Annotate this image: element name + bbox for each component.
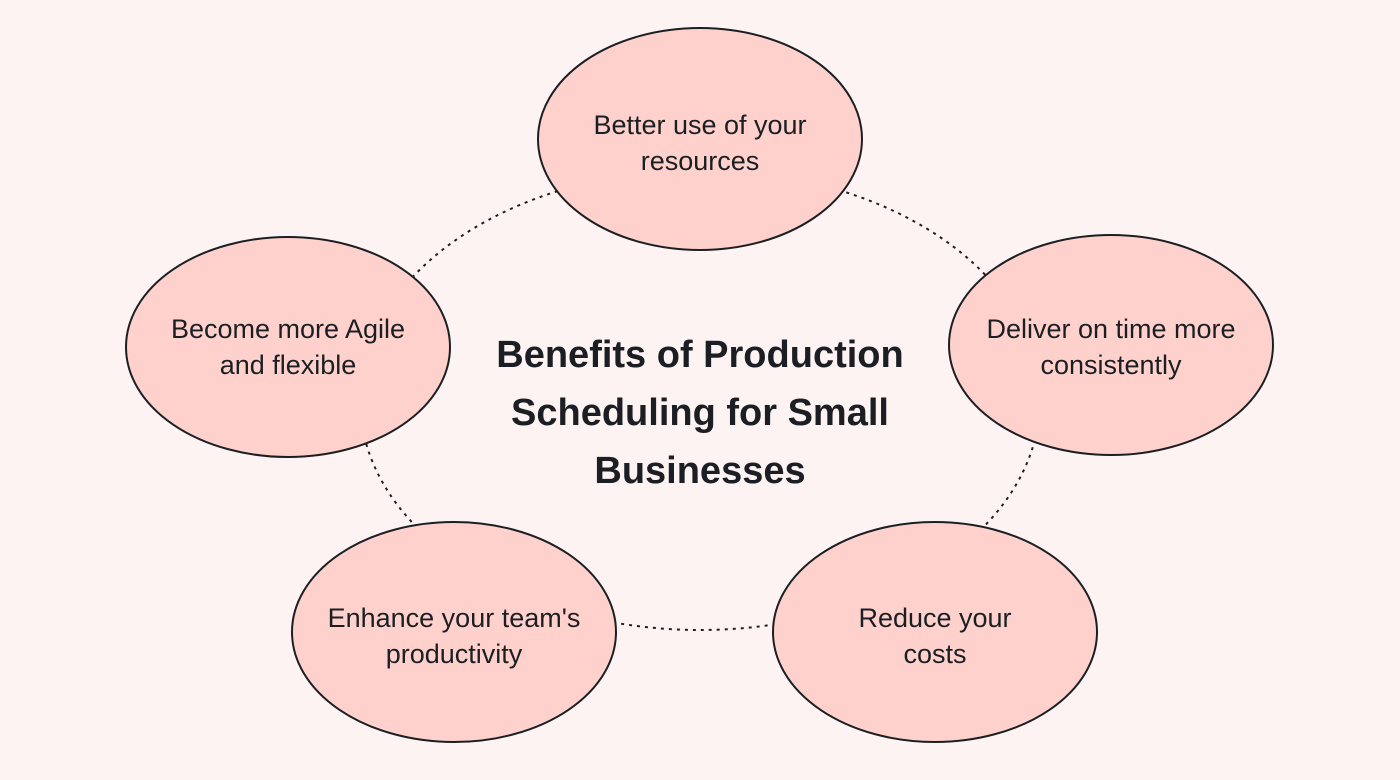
node-ellipse-top (537, 27, 863, 251)
node-ellipse-right (948, 234, 1274, 456)
node-ellipse-bottom-left (291, 521, 617, 743)
diagram-title: Benefits of Production Scheduling for Sm… (496, 334, 904, 492)
node-ellipse-left (125, 236, 451, 458)
node-label-deliver: Deliver on time more consistently (986, 314, 1236, 380)
node-label-costs: Reduce your costs (858, 603, 1012, 669)
node-label-resources: Better use of your resources (593, 110, 807, 176)
node-label-agile: Become more Agile and flexible (170, 314, 406, 380)
node-label-productivity: Enhance your team's productivity (327, 603, 581, 669)
node-ellipse-bottom-right (772, 521, 1098, 743)
